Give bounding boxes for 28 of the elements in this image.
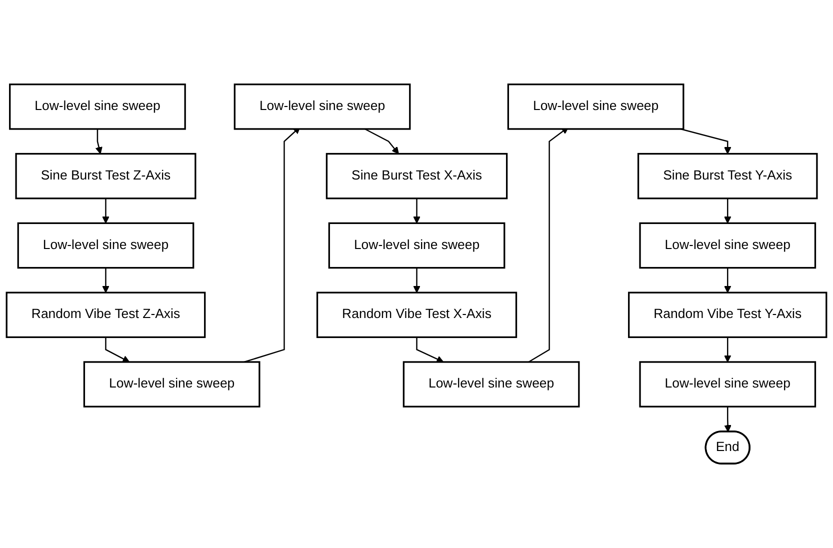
arrow: [95, 129, 102, 154]
node-box: Random Vibe Test Z-Axis: [6, 292, 206, 338]
node-box: Sine Burst Test X-Axis: [326, 152, 508, 200]
arrow: [413, 268, 420, 293]
node-box: Low-level sine sweep: [83, 361, 260, 408]
node-box: Low-level sine sweep: [402, 361, 580, 408]
node-box: Low-level sine sweep: [9, 84, 186, 130]
node-box: Low-level sine sweep: [639, 361, 816, 408]
node-box: Low-level sine sweep: [639, 222, 816, 269]
arrow: [102, 268, 110, 293]
arrow: [724, 337, 732, 362]
arrow: [724, 406, 732, 432]
node-box: Low-level sine sweep: [234, 84, 411, 130]
arrow: [680, 128, 732, 154]
node-box: Sine Burst Test Z-Axis: [15, 152, 196, 200]
node-box: Low-level sine sweep: [507, 84, 684, 130]
arrow: [724, 268, 732, 293]
node-box: Low-level sine sweep: [328, 222, 506, 269]
node-box: Random Vibe Test X-Axis: [316, 292, 518, 338]
arrow: [364, 128, 399, 154]
arrow: [105, 337, 130, 362]
arrow: [413, 198, 420, 224]
arrow: [102, 198, 110, 224]
node-box: Random Vibe Test Y-Axis: [628, 292, 828, 338]
arrow: [416, 337, 444, 363]
node-box: Sine Burst Test Y-Axis: [637, 152, 818, 200]
arrow: [724, 198, 732, 224]
node-box: Low-level sine sweep: [17, 222, 194, 269]
